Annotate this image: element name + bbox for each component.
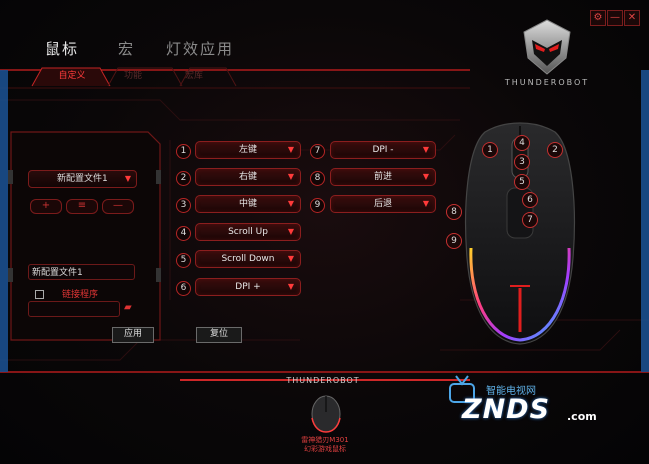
chevron-down-icon: ▼ bbox=[422, 199, 429, 208]
button-6-value: DPI + bbox=[235, 282, 261, 292]
chevron-down-icon: ▼ bbox=[287, 227, 294, 236]
button-8-select[interactable]: 前进 ▼ bbox=[330, 168, 436, 186]
brand-name: THUNDEROBOT bbox=[504, 78, 590, 87]
button-8-value: 前进 bbox=[373, 172, 392, 182]
chevron-down-icon: ▼ bbox=[287, 199, 294, 208]
button-number-5: 5 bbox=[176, 253, 191, 268]
thunderobot-logo-icon bbox=[523, 19, 571, 75]
mouse-marker-1: 1 bbox=[482, 142, 498, 158]
chevron-down-icon: ▼ bbox=[287, 254, 294, 263]
link-app-checkbox[interactable] bbox=[35, 290, 44, 299]
delete-profile-button[interactable]: — bbox=[102, 199, 134, 214]
mouse-illustration bbox=[464, 122, 576, 345]
tab-lighting[interactable]: 灯效应用 bbox=[166, 40, 235, 58]
profile-select-value: 新配置文件1 bbox=[57, 174, 108, 184]
profile-select[interactable]: 新配置文件1 ▼ bbox=[28, 170, 137, 188]
button-2-select[interactable]: 右键 ▼ bbox=[195, 168, 301, 186]
button-3-value: 中键 bbox=[238, 199, 257, 209]
add-profile-button[interactable]: + bbox=[30, 199, 62, 214]
watermark-znds: ZNDS bbox=[462, 394, 551, 425]
button-1-select[interactable]: 左键 ▼ bbox=[195, 141, 301, 159]
minimize-button[interactable]: — bbox=[607, 10, 623, 26]
button-7-value: DPI - bbox=[372, 145, 394, 155]
footer-brand: THUNDEROBOT bbox=[286, 376, 360, 385]
mouse-marker-8: 8 bbox=[446, 204, 462, 220]
button-9-value: 后退 bbox=[373, 199, 392, 209]
chevron-down-icon: ▼ bbox=[287, 172, 294, 181]
button-3-select[interactable]: 中键 ▼ bbox=[195, 195, 301, 213]
button-7-select[interactable]: DPI - ▼ bbox=[330, 141, 436, 159]
chevron-down-icon: ▼ bbox=[287, 145, 294, 154]
button-1-value: 左键 bbox=[238, 145, 257, 155]
mouse-marker-4: 4 bbox=[514, 135, 530, 151]
button-number-8: 8 bbox=[310, 171, 325, 186]
mouse-marker-6: 6 bbox=[522, 192, 538, 208]
settings-button[interactable]: ⚙ bbox=[590, 10, 606, 26]
folder-icon[interactable]: ▰ bbox=[124, 302, 132, 313]
button-4-value: Scroll Up bbox=[228, 227, 268, 237]
tab-mouse[interactable]: 鼠标 bbox=[45, 40, 80, 58]
watermark-suffix: .com bbox=[567, 410, 597, 423]
reset-button[interactable]: 复位 bbox=[196, 327, 242, 343]
mouse-thumbnail-icon bbox=[311, 395, 341, 433]
button-5-value: Scroll Down bbox=[221, 254, 275, 264]
subtab-frame bbox=[31, 67, 237, 87]
product-line-2: 幻彩游戏鼠标 bbox=[304, 445, 346, 453]
button-number-6: 6 bbox=[176, 281, 191, 296]
profile-name-field[interactable]: 新配置文件1 bbox=[28, 264, 135, 280]
app-path-field[interactable] bbox=[28, 301, 120, 317]
button-number-7: 7 bbox=[310, 144, 325, 159]
button-5-select[interactable]: Scroll Down ▼ bbox=[195, 250, 301, 268]
tab-macro[interactable]: 宏 bbox=[118, 40, 136, 58]
mouse-marker-7: 7 bbox=[522, 212, 538, 228]
button-number-1: 1 bbox=[176, 144, 191, 159]
button-number-3: 3 bbox=[176, 198, 191, 213]
mouse-marker-2: 2 bbox=[547, 142, 563, 158]
subtab-macro-library[interactable]: 宏库 bbox=[184, 71, 203, 81]
chevron-down-icon: ▼ bbox=[422, 172, 429, 181]
subtab-function[interactable]: 功能 bbox=[123, 71, 142, 81]
button-number-4: 4 bbox=[176, 226, 191, 241]
product-line-1: 雷神猎刃M301 bbox=[301, 436, 349, 444]
subtab-custom[interactable]: 自定义 bbox=[58, 71, 86, 81]
mouse-marker-3: 3 bbox=[514, 154, 530, 170]
chevron-down-icon: ▼ bbox=[287, 282, 294, 291]
copy-profile-button[interactable]: ≡ bbox=[66, 199, 98, 214]
link-app-label: 链接程序 bbox=[62, 290, 99, 300]
button-9-select[interactable]: 后退 ▼ bbox=[330, 195, 436, 213]
chevron-down-icon: ▼ bbox=[124, 174, 131, 183]
close-button[interactable]: ✕ bbox=[624, 10, 640, 26]
button-2-value: 右键 bbox=[238, 172, 257, 182]
button-number-2: 2 bbox=[176, 171, 191, 186]
mouse-marker-9: 9 bbox=[446, 233, 462, 249]
tv-logo-icon bbox=[449, 375, 475, 403]
watermark-cn: 智能电视网 bbox=[486, 386, 536, 397]
button-number-9: 9 bbox=[310, 198, 325, 213]
apply-button[interactable]: 应用 bbox=[112, 327, 154, 343]
button-6-select[interactable]: DPI + ▼ bbox=[195, 278, 301, 296]
product-name: 雷神猎刃M301 幻彩游戏鼠标 bbox=[290, 436, 360, 454]
chevron-down-icon: ▼ bbox=[422, 145, 429, 154]
button-4-select[interactable]: Scroll Up ▼ bbox=[195, 223, 301, 241]
mouse-marker-5: 5 bbox=[514, 174, 530, 190]
